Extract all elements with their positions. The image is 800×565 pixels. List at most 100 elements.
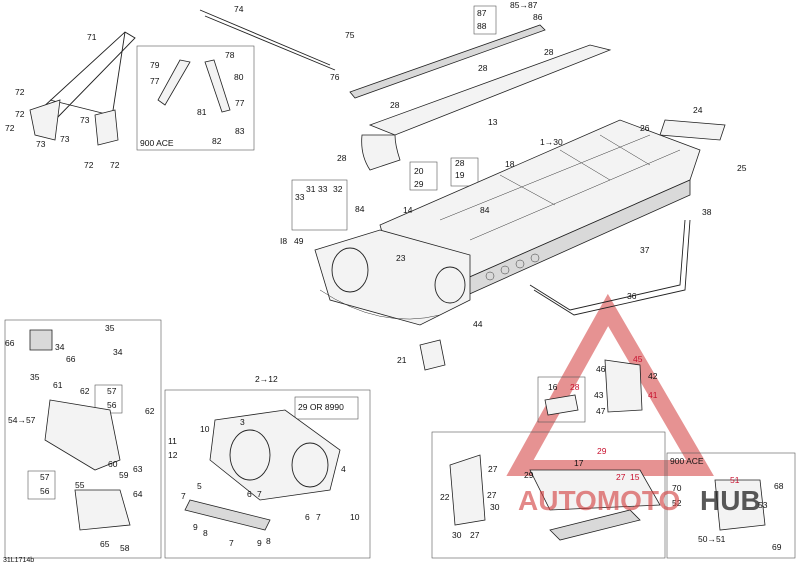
callout-c33a: 33 [295,192,305,202]
part-16 [544,394,579,416]
callout-c41: 41 [648,390,658,400]
callout-c57b: 57 [40,472,50,482]
callout-c12: 12 [168,450,178,460]
callout-c34a: 34 [55,342,65,352]
callout-c74: 74 [234,4,244,14]
callout-c28f: 28 [570,382,580,392]
front-bulkhead [314,229,471,326]
inset-label-900ace-bottom: 900 ACE [670,456,704,466]
callout-c35b: 35 [30,372,40,382]
callout-c73b: 73 [60,134,70,144]
callout-c30a: 30 [490,502,500,512]
callout-c73c: 73 [80,115,90,125]
callout-c28e: 28 [455,158,465,168]
callout-c29b: 29 [597,446,607,456]
callout-c76: 76 [330,72,340,82]
callout-c65: 65 [100,539,110,549]
callout-c13: 13 [488,117,498,127]
callout-c52: 52 [672,498,682,508]
callout-c37: 37 [640,245,650,255]
callout-c88: 88 [477,21,487,31]
callout-c50: 50→51 [698,534,726,544]
callout-c8a: 8 [203,528,208,538]
watermark-text-auto: AUTOMOTO [518,485,680,516]
callout-c72b: 72 [15,109,25,119]
callout-c16: 16 [548,382,558,392]
callout-c56b: 56 [40,486,50,496]
callout-c69: 69 [772,542,782,552]
callout-c73a: 73 [36,139,46,149]
callout-c51a: 51 [730,475,740,485]
callout-c33b: 33 [318,184,328,194]
callout-c63: 63 [133,464,143,474]
rail-strip [349,24,546,99]
callout-c1: 1→30 [540,137,563,147]
tie-rod-74 [199,9,336,71]
callout-c54: 54→57 [8,415,36,425]
callout-c36: 36 [627,291,637,301]
callout-c22: 22 [440,492,450,502]
bracket-41-47 [604,359,643,413]
or-box-text: 29 OR 8990 [298,402,344,412]
steering-column-assembly [29,31,136,146]
bracket-pair-900ace [157,59,231,113]
callout-c10b: 10 [350,512,360,522]
callout-c43: 43 [594,390,604,400]
callout-c61: 61 [53,380,63,390]
callout-c81: 81 [197,107,207,117]
callout-c53: 53 [758,500,768,510]
callout-c58: 58 [120,543,130,553]
callout-c56a: 56 [107,400,117,410]
box-28-19 [450,157,479,187]
callout-c30b: 30 [452,530,462,540]
callout-c29a: 29 [414,179,424,189]
callout-c80: 80 [234,72,244,82]
callout-c78: 78 [225,50,235,60]
ace-bracket [714,479,766,531]
callout-c87: 87 [477,8,487,18]
callout-c24: 24 [693,105,703,115]
callout-c20: 20 [414,166,424,176]
tube-assembly [529,219,691,316]
callout-c34b: 34 [113,347,123,357]
watermark-text-hub: HUB [700,485,761,516]
callout-c10a: 10 [200,424,210,434]
callout-c21: 21 [397,355,407,365]
callout-c4: 4 [341,464,346,474]
callout-c77a: 77 [150,76,160,86]
part-21 [419,339,446,371]
inset-panel-900ace-bottom [666,452,796,559]
callout-c6b: 6 [305,512,310,522]
callout-c9a: 9 [193,522,198,532]
box-20-29 [409,161,438,191]
callout-c11: 11 [168,436,177,446]
callout-c32: 32 [333,184,343,194]
callout-c19: 19 [455,170,465,180]
callout-c7b: 7 [181,491,186,501]
callout-c35a: 35 [105,323,115,333]
callout-c28a: 28 [544,47,554,57]
callout-c9b: 9 [257,538,262,548]
callout-c5: 5 [197,481,202,491]
callout-c71: 71 [87,32,97,42]
callout-c27b: 27 [487,490,497,500]
skid-plate [449,454,661,541]
callout-c59: 59 [119,470,129,480]
tunnel-cover-panel [361,44,612,171]
callout-c7c: 7 [229,538,234,548]
callout-c72d: 72 [84,160,94,170]
callout-c14: 14 [403,205,413,215]
box-31-33-32 [291,179,348,231]
callout-c62b: 62 [145,406,155,416]
callout-c70: 70 [672,483,682,493]
callout-c17: 17 [574,458,584,468]
inset-panel-bottom-right [431,431,666,559]
callout-c83: 83 [235,126,245,136]
callout-c62a: 62 [80,386,90,396]
callout-c25: 25 [737,163,747,173]
callout-c84b: 84 [480,205,490,215]
inset-panel-kit-2-12 [164,389,371,559]
callout-c18b: I8 [280,236,287,246]
